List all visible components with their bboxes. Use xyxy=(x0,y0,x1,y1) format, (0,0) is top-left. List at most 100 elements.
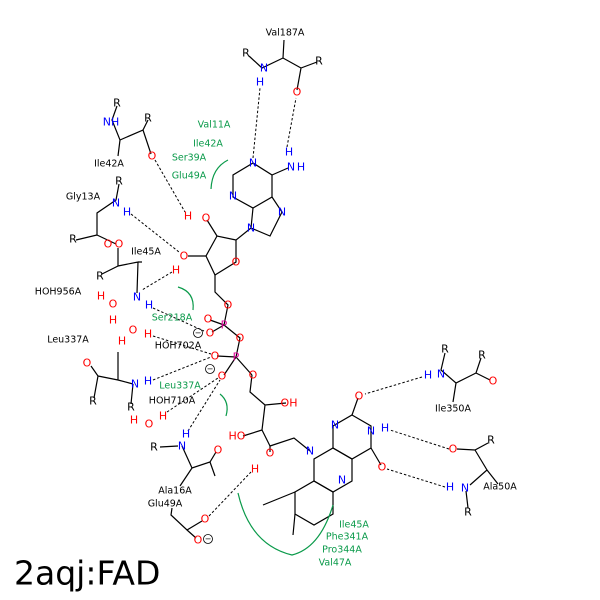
atom-h-hoh710: H xyxy=(130,414,138,427)
residue-ile45a: Ile45A xyxy=(131,247,161,258)
atom-n5-flavin: N xyxy=(338,474,346,487)
atom-h6b: H xyxy=(297,161,305,174)
atom-n-ala16: N xyxy=(178,440,186,453)
atom-r: R xyxy=(150,441,158,454)
atom-h-ala50: H xyxy=(446,481,454,494)
atom-o-ribityl: O xyxy=(266,447,275,460)
atom-r: R xyxy=(96,270,104,283)
atom-n1: N xyxy=(249,157,257,170)
atom-o2-flavin: O xyxy=(355,390,364,403)
atom-ho: HO xyxy=(229,430,246,443)
atom-o1p1: O xyxy=(204,313,213,326)
atom-h-val187: H xyxy=(256,76,264,89)
atom-n-ile350: N xyxy=(437,368,445,381)
diagram-title: 2aqj:FAD xyxy=(14,554,160,593)
hydrophobic-contacts xyxy=(177,159,334,556)
hydrophobic-val47a: Val47A xyxy=(319,558,352,569)
atom-o-hoh710: O xyxy=(145,418,154,431)
atom-o-hoh956: O xyxy=(109,298,118,311)
atom-o-ile350: O xyxy=(489,375,498,388)
atom-h-leu337: H xyxy=(144,375,152,388)
atom-o-ile42: O xyxy=(148,150,157,163)
hydrophobic-pro344a: Pro344A xyxy=(322,545,362,556)
atom-bridge-o: O xyxy=(236,332,245,345)
atom-n-leu337: N xyxy=(131,378,139,391)
atom-o2p1: O xyxy=(206,327,215,340)
atom-o4prime: O xyxy=(232,256,241,269)
hydrophobic-leu337a: Leu337A xyxy=(159,381,201,392)
atom-n10: N xyxy=(306,445,314,458)
residue-hoh710a: HOH710A xyxy=(149,396,196,407)
residue-ala16a: Ala16A xyxy=(158,486,192,497)
atom-o-ala16: O xyxy=(214,444,223,457)
atom-h-hoh710: H xyxy=(159,410,167,423)
residue-ile42a: Ile42A xyxy=(94,159,124,170)
atom-o5prime: O xyxy=(224,299,233,312)
hydrophobic-ser218a: Ser218A xyxy=(152,313,193,324)
atom-o3prime: O xyxy=(180,250,189,263)
atom-n-val187: N xyxy=(260,62,268,75)
residue-glu49a: Glu49A xyxy=(148,499,183,510)
residue-labels: Val187A Ile42A Gly13A Ile45A HOH956A Leu… xyxy=(35,28,517,510)
hydrophobic-labels: Val11A Ile42A Ser39A Glu49A Ser218A Leu3… xyxy=(152,120,370,569)
residue-hoh702a: HOH702A xyxy=(155,341,202,352)
atom-h-hoh956: H xyxy=(109,314,117,327)
atom-h2prime: H xyxy=(184,210,192,223)
atom-o2p2: O xyxy=(218,370,227,383)
charge-minus: − xyxy=(195,329,202,338)
atom-n7: N xyxy=(278,206,286,219)
atom-r: R xyxy=(315,55,323,68)
atom-h3prime: H xyxy=(172,264,180,277)
atom-h-ala16: H xyxy=(182,428,190,441)
atom-r: R xyxy=(487,434,495,447)
atom-o1-glu49: O xyxy=(201,513,210,526)
atom-n-ala50: N xyxy=(461,482,469,495)
residue-ile350a: Ile350A xyxy=(435,404,471,415)
atom-o2prime: O xyxy=(202,212,211,225)
ligand-bonds xyxy=(75,39,499,539)
atom-o4-flavin: O xyxy=(378,461,387,474)
atom-h-hoh702: H xyxy=(144,328,152,341)
atom-p1: P xyxy=(221,319,228,332)
atom-h-gly13: H xyxy=(123,206,131,219)
atom-o-gly13: O xyxy=(104,238,113,251)
hydrophobic-glu49a: Glu49A xyxy=(172,171,207,182)
atom-nh-ile42: NH xyxy=(103,116,120,129)
atom-n1-flavin: N xyxy=(331,419,339,432)
charge-minus: − xyxy=(205,535,212,544)
atom-r: R xyxy=(113,97,121,110)
atom-r: R xyxy=(478,349,486,362)
atom-h-hoh702: H xyxy=(118,335,126,348)
atom-o3p2: O xyxy=(249,369,258,382)
atom-r: R xyxy=(441,343,449,356)
atom-h-hoh956: H xyxy=(97,290,105,303)
hydrophobic-val11a: Val11A xyxy=(198,120,231,131)
residue-ala50a: Ala50A xyxy=(483,482,517,493)
atom-r: R xyxy=(464,506,472,519)
charge-minus: − xyxy=(207,365,214,374)
hydrophobic-ile45a: Ile45A xyxy=(339,520,369,531)
atom-r: R xyxy=(242,47,250,60)
atom-o-hoh702: O xyxy=(129,324,138,337)
atom-h6: H xyxy=(285,146,293,159)
hydrophobic-phe341a: Phe341A xyxy=(326,532,369,543)
atom-n9: N xyxy=(247,222,255,235)
atom-n-ile45: N xyxy=(133,291,141,304)
residue-val187a: Val187A xyxy=(266,28,305,39)
atom-r: R xyxy=(144,112,152,125)
hydrophobic-ile42a: Ile42A xyxy=(193,139,223,150)
atom-n3-flavin: N xyxy=(367,425,375,438)
hydrophobic-ser39a: Ser39A xyxy=(172,153,207,164)
atom-o1p2: O xyxy=(211,350,220,363)
atom-labels: N N N N N H H O O H O H O P O O − O P O … xyxy=(69,47,497,547)
residue-hoh956a: HOH956A xyxy=(35,287,82,298)
atom-n-gly13: N xyxy=(112,197,120,210)
atom-oh: OH xyxy=(281,397,298,410)
atom-o-ile45: O xyxy=(115,238,124,251)
atom-o-leu337: O xyxy=(83,357,92,370)
atom-n6: N xyxy=(287,161,295,174)
atom-r: R xyxy=(69,233,77,246)
atom-h-ile45: H xyxy=(145,299,153,312)
atom-o-ala50: O xyxy=(449,443,458,456)
